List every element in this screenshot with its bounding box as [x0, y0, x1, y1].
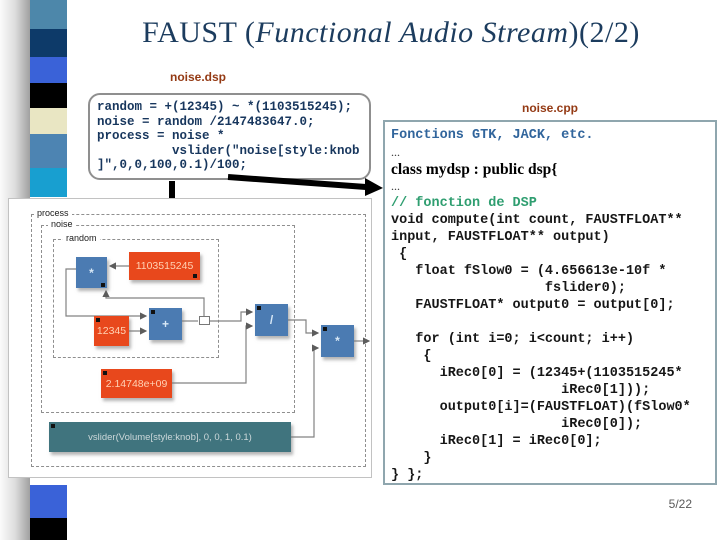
block-add: +: [149, 308, 182, 340]
cpp-code-line: float fSlow0 = (4.656613e-10f *: [391, 264, 667, 279]
cpp-code-line: FAUSTFLOAT* output0 = output[0];: [391, 298, 675, 313]
cpp-code: Fonctions GTK, JACK, etc....class mydsp …: [391, 127, 709, 484]
cpp-code-line: Fonctions GTK, JACK, etc.: [391, 128, 594, 143]
cpp-code-line: output0[i]=(FAUSTFLOAT)(fSlow0*: [391, 400, 691, 415]
cpp-code-line: iRec0[1] = iRec0[0];: [391, 434, 602, 449]
cpp-code-line: }: [391, 451, 432, 466]
strip-segment: [30, 108, 67, 134]
dsp-code: random = +(12345) ~ *(1103515245); noise…: [97, 100, 360, 172]
page-number: 5/22: [668, 497, 692, 511]
cpp-code-line: ...: [391, 145, 400, 159]
cpp-file-label: noise.cpp: [521, 101, 578, 115]
block-vslider: vslider(Volume[style:knob], 0, 0, 1, 0.1…: [49, 422, 291, 452]
port-dot: [103, 371, 107, 375]
cpp-code-line: iRec0[0] = (12345+(1103515245*: [391, 366, 683, 381]
strip-segment: [30, 485, 67, 518]
port-dot: [101, 283, 105, 287]
strip-segment: [30, 0, 67, 29]
port-dot: [193, 274, 197, 278]
title-prefix: FAUST (: [142, 16, 256, 49]
block-const-12345: 12345: [94, 316, 129, 346]
block-const-1103515245: 1103515245: [129, 252, 200, 280]
cpp-code-line: iRec0[1]));: [391, 383, 651, 398]
strip-segment: [30, 134, 67, 168]
strip-segment: [30, 29, 67, 57]
page-title: FAUST (Functional Audio Stream)(2/2): [80, 16, 702, 50]
cpp-code-line: fslider0);: [391, 281, 626, 296]
group-noise: noise: [41, 219, 295, 413]
strip-segment: [30, 83, 67, 108]
cpp-code-line: input, FAUSTFLOAT** output): [391, 230, 610, 245]
cpp-code-box: Fonctions GTK, JACK, etc....class mydsp …: [383, 120, 717, 485]
title-italic: Functional Audio Stream: [255, 16, 569, 49]
port-dot: [51, 424, 55, 428]
dsp-code-box: random = +(12345) ~ *(1103515245); noise…: [88, 93, 371, 180]
group-random-label: random: [63, 233, 100, 243]
group-noise-label: noise: [48, 219, 76, 229]
cpp-code-line: // fonction de DSP: [391, 196, 537, 211]
cpp-code-line: ...: [391, 179, 400, 193]
cpp-code-line: {: [391, 247, 408, 262]
strip-segment: [30, 57, 67, 83]
block-mult-feedback: *: [76, 257, 107, 288]
wire-junction: [199, 316, 210, 325]
title-suffix: )(2/2): [568, 16, 640, 49]
cpp-code-line: iRec0[0]);: [391, 417, 643, 432]
block-const-2-14748e09: 2.14748e+09: [101, 369, 172, 398]
strip-segment: [30, 518, 67, 540]
port-dot: [323, 327, 327, 331]
cpp-code-line: [391, 314, 709, 331]
port-dot: [257, 306, 261, 310]
dsp-file-label: noise.dsp: [170, 70, 227, 84]
strip-segment: [30, 168, 67, 197]
block-diagram-panel: process noise random: [8, 198, 372, 478]
diagram-wires: [65, 262, 371, 438]
port-dot: [151, 310, 155, 314]
cpp-code-line: } };: [391, 468, 424, 483]
cpp-code-line: for (int i=0; i<count; i++): [391, 332, 635, 347]
group-random: random: [53, 233, 219, 358]
group-process-label: process: [34, 208, 72, 218]
right-arrow-icon: [227, 174, 383, 196]
cpp-code-line: void compute(int count, FAUSTFLOAT**: [391, 213, 683, 228]
port-dot: [96, 318, 100, 322]
cpp-code-line: {: [391, 349, 432, 364]
cpp-code-line: class mydsp : public dsp{: [391, 161, 558, 178]
